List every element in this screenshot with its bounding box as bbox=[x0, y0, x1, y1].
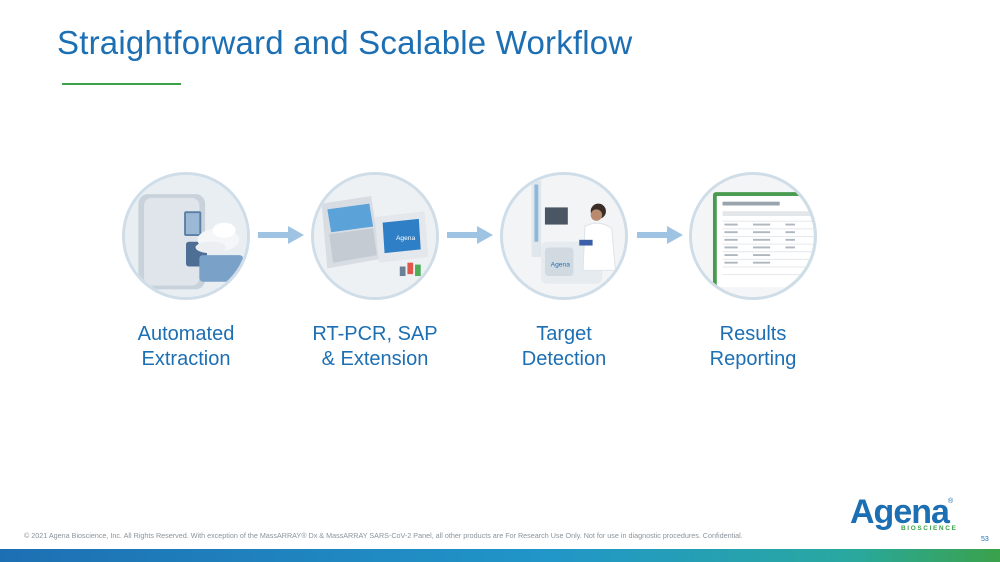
svg-text:Agena: Agena bbox=[396, 235, 416, 242]
logo-wordmark: Agena bbox=[850, 493, 950, 531]
page-number: 53 bbox=[981, 536, 989, 543]
svg-text:Agena: Agena bbox=[551, 262, 571, 269]
step-label: Automated Extraction bbox=[137, 323, 235, 370]
bottom-gradient-bar bbox=[0, 549, 1000, 562]
report-screen-icon bbox=[689, 172, 817, 300]
lab-technician-icon: Agena bbox=[500, 172, 628, 300]
logo-subtitle: BIOSCIENCE bbox=[901, 525, 958, 532]
copyright-notice: © 2021 Agena Bioscience, Inc. All Rights… bbox=[24, 531, 743, 540]
step-label: Results Reporting bbox=[709, 323, 797, 370]
extraction-instrument-icon bbox=[122, 172, 250, 300]
workflow-step-reporting: Results Reporting bbox=[663, 172, 843, 372]
step-label: Target Detection bbox=[521, 323, 607, 370]
workflow-step-extraction: Automated Extraction bbox=[96, 172, 276, 372]
arrow-right-icon bbox=[637, 225, 683, 245]
slide-title: Straightforward and Scalable Workflow bbox=[57, 24, 633, 61]
agena-logo: Agena ® BIOSCIENCE bbox=[850, 494, 962, 540]
arrow-right-icon bbox=[447, 225, 493, 245]
thermal-cycler-icon: Agena bbox=[311, 172, 439, 300]
workflow-step-rt-pcr: Agena RT-PCR, SAP & Extension bbox=[285, 172, 465, 372]
logo-registered-mark: ® bbox=[948, 498, 954, 505]
workflow-step-detection: Agena Target Detection bbox=[474, 172, 654, 372]
arrow-right-icon bbox=[258, 225, 304, 245]
step-label: RT-PCR, SAP & Extension bbox=[312, 323, 438, 370]
title-underline bbox=[62, 83, 181, 85]
